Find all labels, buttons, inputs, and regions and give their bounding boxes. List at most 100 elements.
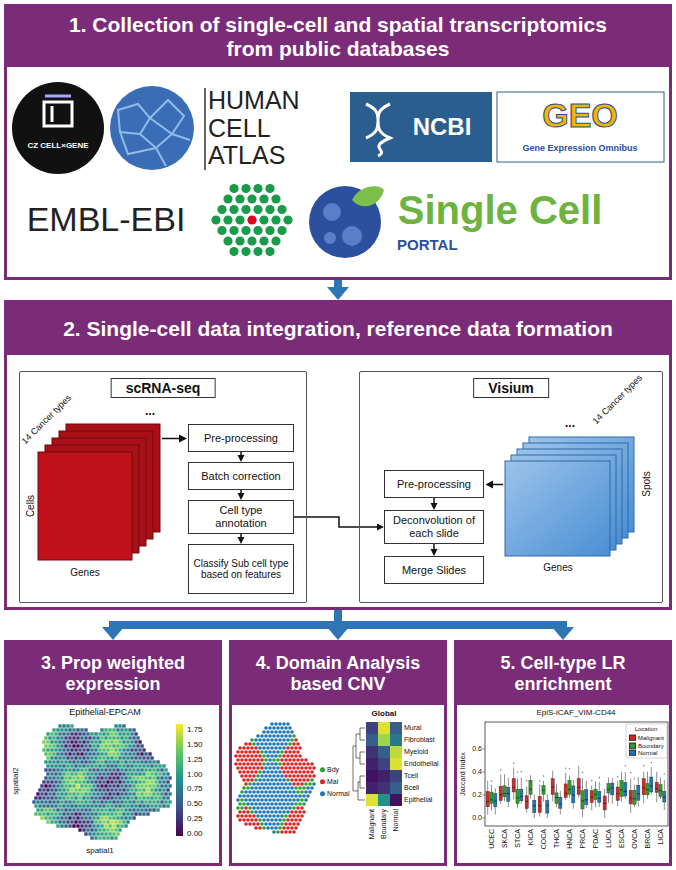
text-label: 0.50 bbox=[187, 800, 203, 809]
median bbox=[637, 793, 640, 794]
spot bbox=[52, 776, 55, 779]
text-label: 0.75 bbox=[187, 785, 203, 794]
spot bbox=[276, 814, 280, 818]
spot bbox=[278, 786, 282, 790]
spot bbox=[114, 812, 117, 815]
spot bbox=[102, 836, 105, 839]
spot bbox=[150, 804, 153, 807]
logo-dot bbox=[235, 194, 244, 203]
spot bbox=[54, 732, 57, 735]
spot bbox=[46, 780, 49, 783]
spot bbox=[282, 722, 286, 726]
box bbox=[611, 783, 614, 795]
spot bbox=[112, 808, 115, 811]
box bbox=[529, 780, 532, 794]
spot bbox=[78, 772, 81, 775]
spot bbox=[258, 762, 262, 766]
spot bbox=[154, 804, 157, 807]
spot bbox=[144, 776, 147, 779]
spot bbox=[124, 752, 127, 755]
spot bbox=[264, 726, 268, 730]
spot bbox=[128, 816, 131, 819]
spot bbox=[96, 744, 99, 747]
spot bbox=[272, 782, 276, 786]
spot bbox=[282, 770, 286, 774]
spot bbox=[116, 800, 119, 803]
spot bbox=[292, 806, 296, 810]
spot bbox=[266, 826, 270, 830]
spot bbox=[108, 800, 111, 803]
spot bbox=[116, 768, 119, 771]
spot bbox=[100, 816, 103, 819]
spot bbox=[120, 752, 123, 755]
spot bbox=[106, 804, 109, 807]
text-label: EpiS-iCAF_VIM-CD44 bbox=[536, 709, 615, 718]
spot bbox=[252, 766, 256, 770]
spot bbox=[68, 824, 71, 827]
spot bbox=[126, 780, 129, 783]
spot bbox=[274, 730, 278, 734]
spot bbox=[282, 762, 286, 766]
spot bbox=[276, 806, 280, 810]
spot bbox=[250, 802, 254, 806]
spot bbox=[266, 794, 270, 798]
spot bbox=[266, 746, 270, 750]
spot bbox=[278, 754, 282, 758]
spot bbox=[66, 764, 69, 767]
spot bbox=[98, 756, 101, 759]
spot bbox=[102, 772, 105, 775]
spot bbox=[52, 728, 55, 731]
spot bbox=[258, 786, 262, 790]
text-label: 1.75 bbox=[187, 726, 203, 735]
box bbox=[520, 789, 523, 801]
spot bbox=[134, 748, 137, 751]
spot bbox=[256, 822, 260, 826]
spot bbox=[94, 748, 97, 751]
spot bbox=[152, 808, 155, 811]
spot bbox=[50, 788, 53, 791]
box bbox=[551, 779, 554, 795]
spot bbox=[92, 744, 95, 747]
spot bbox=[62, 796, 65, 799]
spot bbox=[106, 812, 109, 815]
spot bbox=[132, 808, 135, 811]
spot bbox=[76, 808, 79, 811]
spot bbox=[122, 812, 125, 815]
spot bbox=[148, 776, 151, 779]
spot bbox=[100, 752, 103, 755]
spot bbox=[266, 754, 270, 758]
spot bbox=[44, 776, 47, 779]
spot bbox=[136, 768, 139, 771]
spot bbox=[84, 808, 87, 811]
spot bbox=[84, 744, 87, 747]
spot bbox=[102, 828, 105, 831]
spot bbox=[78, 764, 81, 767]
spot bbox=[146, 756, 149, 759]
spot bbox=[312, 782, 316, 786]
spot bbox=[132, 736, 135, 739]
spot bbox=[272, 734, 276, 738]
spot bbox=[304, 758, 308, 762]
spot bbox=[72, 784, 75, 787]
spot bbox=[298, 746, 302, 750]
spot bbox=[238, 754, 242, 758]
spot bbox=[80, 768, 83, 771]
spot bbox=[46, 732, 49, 735]
spot bbox=[74, 756, 77, 759]
spot bbox=[52, 744, 55, 747]
spot bbox=[132, 784, 135, 787]
spot bbox=[274, 738, 278, 742]
spot bbox=[52, 768, 55, 771]
heat-cell bbox=[366, 722, 378, 734]
spot bbox=[290, 818, 294, 822]
spot bbox=[80, 824, 83, 827]
spot bbox=[124, 776, 127, 779]
spot bbox=[252, 790, 256, 794]
text-label: Bcell bbox=[404, 784, 419, 792]
spot bbox=[70, 820, 73, 823]
spot bbox=[306, 786, 310, 790]
text-label: THCA bbox=[553, 829, 561, 848]
spot bbox=[296, 750, 300, 754]
spot bbox=[258, 794, 262, 798]
spot bbox=[162, 764, 165, 767]
